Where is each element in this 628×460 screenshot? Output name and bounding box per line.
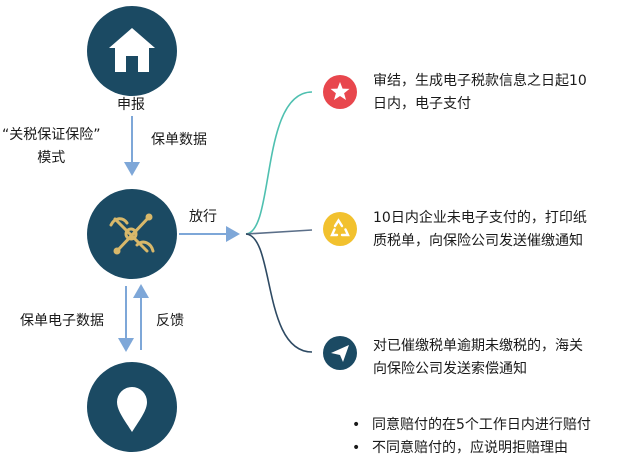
outcome-text-1: 审结，生成电子税款信息之日起10 日内，电子支付 <box>373 73 587 112</box>
declare-node <box>87 6 177 96</box>
branch-top <box>245 91 313 235</box>
star-icon <box>330 82 350 100</box>
insurer-node <box>87 362 177 452</box>
customs-node <box>87 189 177 279</box>
compensation-bullets: 同意赔付的在5个工作日内进行赔付 不同意赔付的，应说明拒赔理由 <box>352 414 591 460</box>
bullet-item-agree: 同意赔付的在5个工作日内进行赔付 <box>352 414 591 437</box>
declare-label: 申报 <box>117 97 145 113</box>
policy-data-label: 保单数据 <box>151 132 207 148</box>
location-pin-icon <box>117 387 147 432</box>
outcome-recycle-node <box>323 212 357 246</box>
branch-mid <box>245 229 313 235</box>
outcome-star-node <box>323 75 357 109</box>
feedback-label: 反馈 <box>156 313 184 329</box>
paper-plane-icon <box>331 345 349 362</box>
house-icon <box>109 28 155 72</box>
outcome-text-3: 对已催缴税单逾期未缴税的，海关 向保险公司发送索偿通知 <box>373 338 583 377</box>
release-label: 放行 <box>189 209 217 225</box>
mode-label: “关税保证保险” 模式 <box>2 127 101 166</box>
outcome-plane-node <box>323 336 357 370</box>
bullet-item-refuse: 不同意赔付的，应说明拒赔理由 <box>352 437 591 460</box>
policy-e-data-label: 保单电子数据 <box>20 313 104 329</box>
outcome-text-2: 10日内企业未电子支付的，打印纸 质税单，向保险公司发送催缴通知 <box>373 210 587 249</box>
branch-bottom <box>245 233 313 353</box>
recycle-icon <box>330 218 350 237</box>
customs-emblem-icon <box>109 213 155 255</box>
